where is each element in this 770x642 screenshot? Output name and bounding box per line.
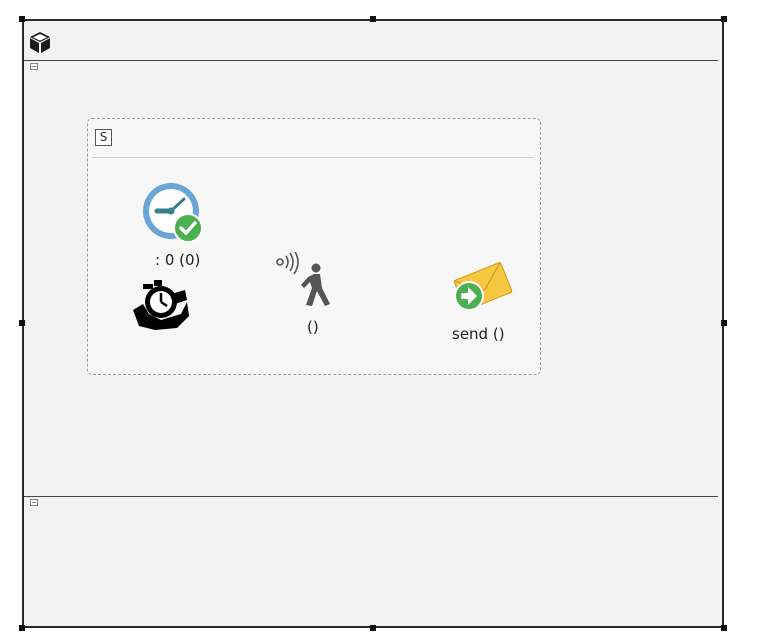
resize-handle-top-middle[interactable] [370,16,376,22]
clock-node-label: : 0 (0) [155,251,201,269]
walk-node-label: () [307,318,319,336]
walking-person-signal-icon[interactable] [272,252,334,310]
resize-handle-top-right[interactable] [721,16,727,22]
collapse-icon[interactable] [30,63,38,70]
resize-handle-bottom-right[interactable] [721,625,727,631]
pool-header-divider [24,60,718,61]
subprocess-box[interactable]: S [87,118,541,375]
stopwatch-hand-icon[interactable] [131,280,189,332]
resize-handle-bottom-middle[interactable] [370,625,376,631]
subprocess-header-divider [92,157,534,158]
cube-icon [30,32,50,53]
subprocess-badge: S [95,129,112,146]
resize-handle-middle-left[interactable] [19,320,25,326]
collapse-icon-lane[interactable] [30,499,38,506]
clock-check-icon[interactable] [138,179,208,245]
lane-divider [24,496,718,497]
resize-handle-bottom-left[interactable] [19,625,25,631]
resize-handle-middle-right[interactable] [721,320,727,326]
resize-handle-top-left[interactable] [19,16,25,22]
send-node-label: send () [452,325,505,343]
envelope-send-icon[interactable] [450,256,516,318]
